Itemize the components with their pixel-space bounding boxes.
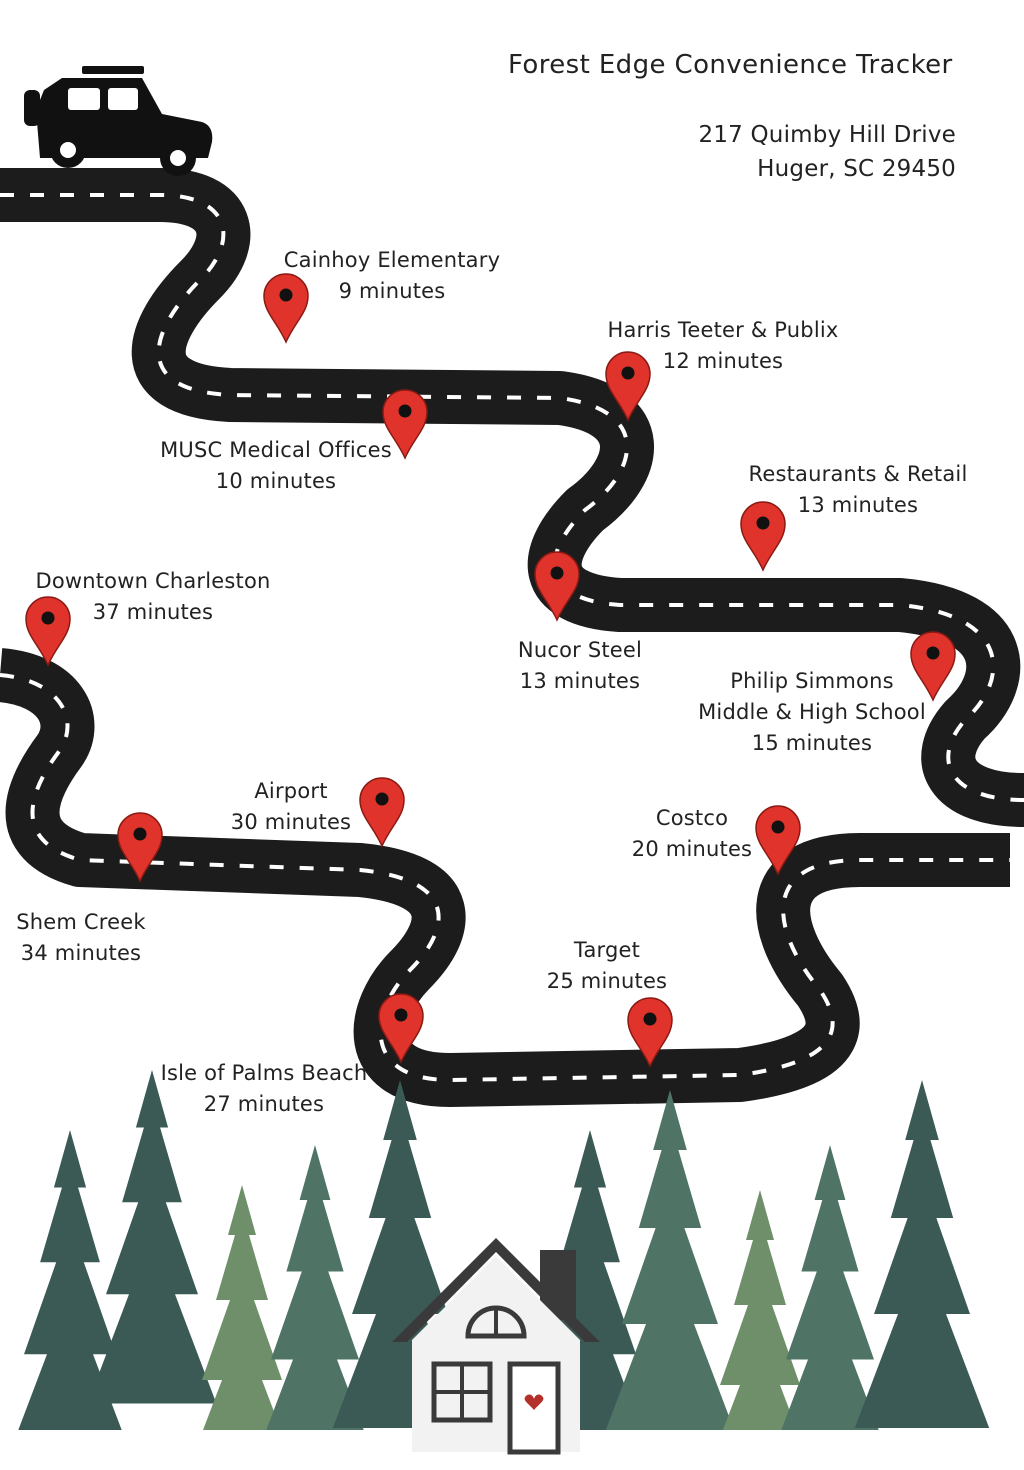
- page-title: Forest Edge Convenience Tracker: [508, 50, 953, 80]
- destination-label: Harris Teeter & Publix 12 minutes: [607, 315, 838, 377]
- lower-road: [0, 648, 1010, 1107]
- destination-label: Airport 30 minutes: [231, 776, 351, 838]
- jeep-icon: [24, 66, 213, 176]
- destination-time: 34 minutes: [20, 941, 142, 965]
- destination-label: Target 25 minutes: [547, 935, 667, 997]
- destination-name: Harris Teeter & Publix: [607, 318, 839, 342]
- destination-label: Shem Creek 34 minutes: [16, 907, 146, 969]
- destination-label: Nucor Steel 13 minutes: [518, 635, 642, 697]
- house-icon: [392, 1238, 600, 1455]
- destination-label: Philip Simmons Middle & High School 15 m…: [698, 666, 926, 759]
- destination-label: Cainhoy Elementary 9 minutes: [284, 245, 500, 307]
- destination-time: 10 minutes: [215, 469, 337, 493]
- destination-label: MUSC Medical Offices 10 minutes: [160, 435, 392, 497]
- destination-time: 13 minutes: [519, 669, 641, 693]
- destination-time: 9 minutes: [338, 279, 446, 303]
- destination-time: 20 minutes: [631, 837, 753, 861]
- destination-label: Isle of Palms Beach 27 minutes: [161, 1058, 368, 1120]
- destination-name: Cainhoy Elementary: [283, 248, 501, 272]
- destination-label: Downtown Charleston 37 minutes: [35, 566, 270, 628]
- destination-name: Isle of Palms Beach: [160, 1061, 368, 1085]
- destination-name: Nucor Steel: [517, 638, 643, 662]
- destination-time: 27 minutes: [203, 1092, 325, 1116]
- destination-name: Target: [573, 938, 641, 962]
- destination-time: 13 minutes: [797, 493, 919, 517]
- destination-time: 25 minutes: [546, 969, 668, 993]
- upper-road: [0, 168, 1024, 827]
- destination-name: Downtown Charleston: [35, 569, 271, 593]
- destination-name: Philip Simmons: [730, 669, 894, 693]
- destination-name: Airport: [254, 779, 328, 803]
- destination-label: Restaurants & Retail 13 minutes: [749, 459, 968, 521]
- destination-time: 30 minutes: [230, 810, 352, 834]
- destination-name: Costco: [655, 806, 729, 830]
- city-state-zip: Huger, SC 29450: [757, 156, 956, 182]
- destination-label: Costco 20 minutes: [632, 803, 752, 865]
- street-address: 217 Quimby Hill Drive: [698, 122, 956, 148]
- destination-name-line2: Middle & High School: [698, 700, 926, 724]
- destination-time: 37 minutes: [92, 600, 214, 624]
- destination-name: Shem Creek: [16, 910, 146, 934]
- destination-name: Restaurants & Retail: [748, 462, 968, 486]
- map-pin-icon: [359, 777, 405, 847]
- destination-time: 12 minutes: [662, 349, 784, 373]
- destination-time: 15 minutes: [751, 731, 873, 755]
- destination-name: MUSC Medical Offices: [160, 438, 392, 462]
